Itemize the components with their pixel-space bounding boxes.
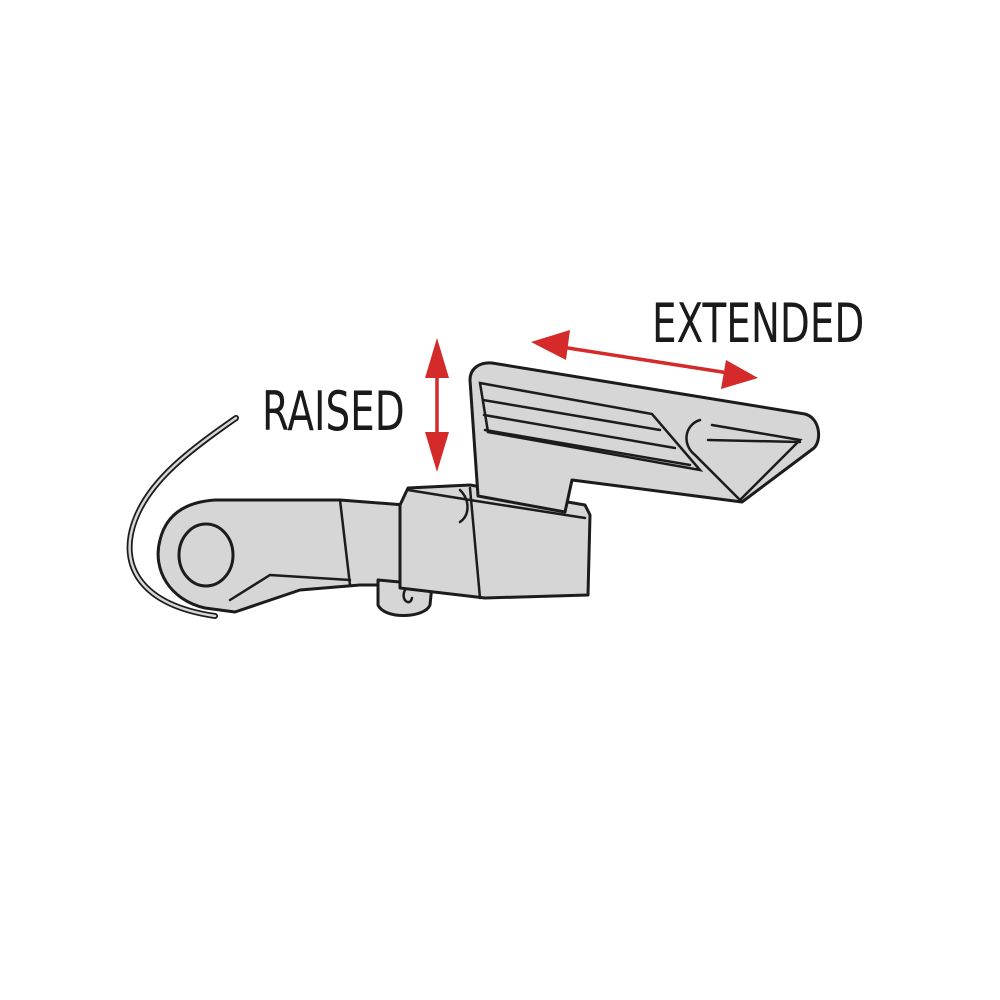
extended-arrow bbox=[531, 330, 758, 389]
pivot-hole bbox=[177, 522, 235, 588]
spring-wire bbox=[126, 415, 239, 619]
body-block bbox=[398, 483, 592, 600]
extended-label: EXTENDED bbox=[652, 293, 864, 356]
lever-paddle bbox=[468, 361, 821, 514]
pivot-arm bbox=[156, 498, 407, 614]
raised-label: RAISED bbox=[262, 381, 405, 444]
raised-arrow bbox=[425, 338, 449, 472]
